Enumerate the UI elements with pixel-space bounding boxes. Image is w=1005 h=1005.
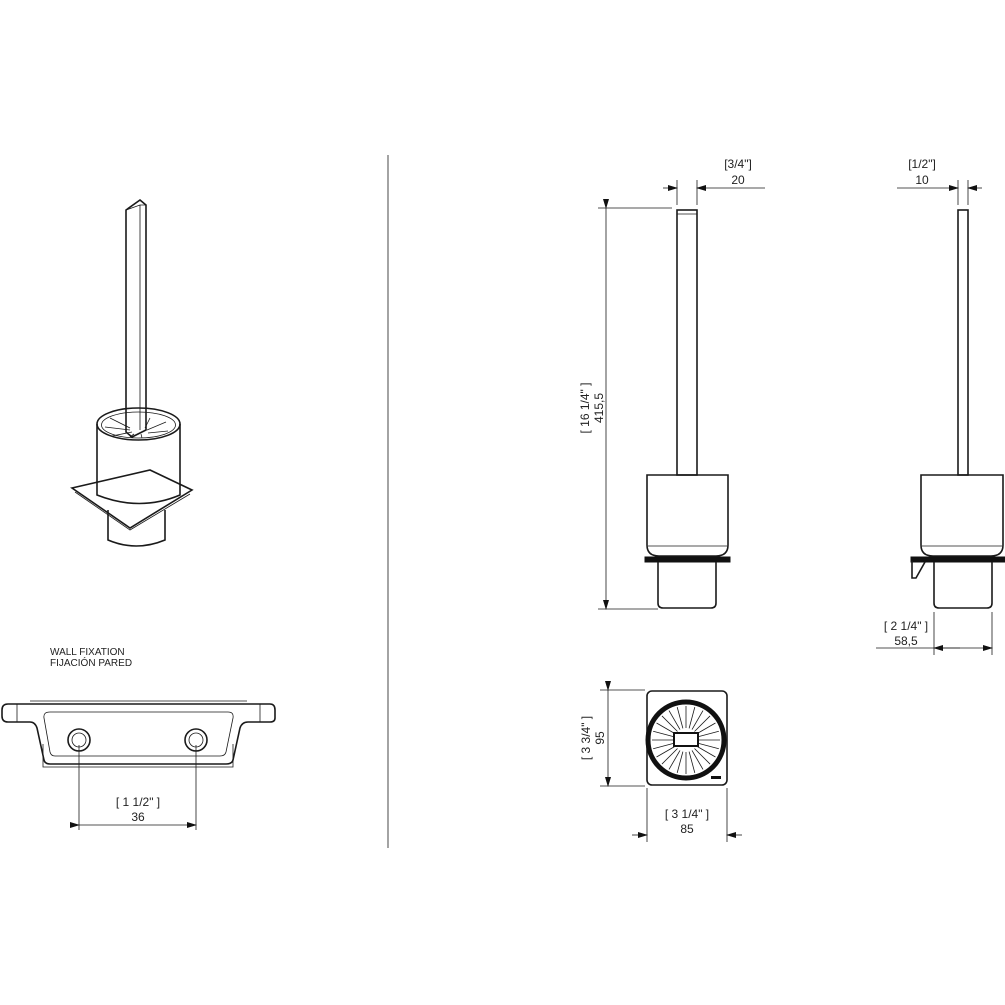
brush-spoke	[694, 715, 711, 732]
handle-width-mm: 20	[731, 173, 745, 187]
brush-spoke	[696, 745, 716, 758]
hole-spacing-inch: [ 1 1/2" ]	[116, 795, 160, 809]
brush-spoke	[661, 748, 678, 765]
brush-spoke	[653, 730, 675, 738]
brush-spoke	[697, 730, 719, 738]
brush-spoke	[691, 710, 704, 730]
brush-spoke	[676, 707, 684, 729]
brush-spoke	[691, 750, 704, 770]
brush-spoke	[688, 707, 696, 729]
brush-spoke	[668, 750, 681, 770]
brush-spoke	[661, 715, 678, 732]
depth-mm: 95	[593, 731, 607, 745]
projection-mm: 58,5	[894, 634, 918, 648]
wall-fixation-view: WALL FIXATION FIJACIÓN PARED [ 1 1/2" ] …	[1, 647, 276, 830]
hole-spacing-mm: 36	[131, 810, 145, 824]
handle-depth-inch: [1/2"]	[908, 157, 936, 171]
handle-width-inch: [3/4"]	[724, 157, 752, 171]
height-inch: [ 16 1/4" ]	[578, 383, 592, 434]
isometric-view	[70, 198, 194, 547]
brush-spoke	[668, 710, 681, 730]
brush-spoke	[653, 742, 675, 750]
fijacion-pared-label: FIJACIÓN PARED	[50, 656, 132, 669]
top-view: [ 3 3/4" ] 95 [ 3 1/4" ] 85	[579, 681, 742, 842]
wall-fixation-label: WALL FIXATION	[50, 647, 125, 658]
projection-inch: [ 2 1/4" ]	[884, 619, 928, 633]
brush-spoke	[676, 751, 684, 773]
brush-spoke	[694, 748, 711, 765]
depth-inch: [ 3 3/4" ]	[579, 716, 593, 760]
height-mm: 415,5	[592, 393, 606, 423]
front-view: [3/4"] 20 [ 16 1/4" ] 415,5	[578, 157, 765, 610]
brush-spoke	[697, 742, 719, 750]
handle-depth-mm: 10	[915, 173, 929, 187]
side-view: [1/2"] 10 [ 2 1/4" ] 58,5	[876, 157, 1005, 655]
width-mm: 85	[680, 822, 694, 836]
brush-spoke	[696, 722, 716, 735]
brush-spoke	[688, 751, 696, 773]
brush-spoke	[656, 722, 676, 735]
brush-spoke	[656, 745, 676, 758]
width-inch: [ 3 1/4" ]	[665, 807, 709, 821]
